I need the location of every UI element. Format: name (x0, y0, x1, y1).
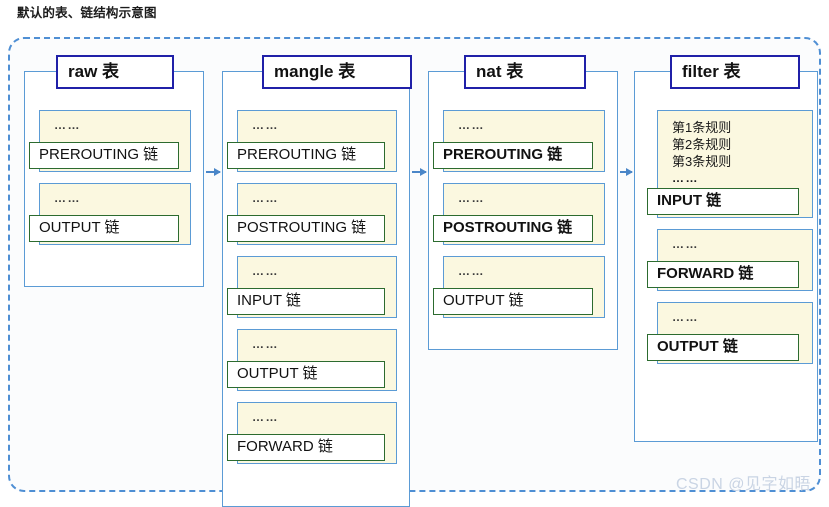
ellipsis-marker: …… (458, 264, 485, 278)
table-title-mangle: mangle 表 (262, 55, 412, 89)
chain-label-box: FORWARD 链 (227, 434, 385, 461)
ellipsis-marker: …… (54, 191, 81, 205)
ellipsis-marker: …… (252, 191, 279, 205)
flow-arrow (206, 167, 221, 176)
chain-label-box: PREROUTING 链 (433, 142, 593, 169)
table-body: …… PREROUTING 链 …… POSTROUTING 链 …… INPUT 链 ……… (222, 71, 410, 507)
rule-line: …… (672, 171, 699, 185)
table-body: …… PREROUTING 链 …… OUTPUT 链 (24, 71, 204, 287)
chain-label-box: OUTPUT 链 (647, 334, 799, 361)
chain-label-box: OUTPUT 链 (29, 215, 179, 242)
chain-label-box: INPUT 链 (227, 288, 385, 315)
ellipsis-marker: …… (252, 118, 279, 132)
watermark: CSDN @见字如晤 (675, 476, 811, 493)
ellipsis-marker: …… (672, 237, 699, 251)
chain-label-box: POSTROUTING 链 (227, 215, 385, 242)
page-title: 默认的表、链结构示意图 (17, 6, 157, 20)
table-body: 第1条规则第2条规则第3条规则 …… INPUT 链 …… FORWARD 链 …… OUT… (634, 71, 818, 442)
rule-line: 第3条规则 (672, 154, 732, 169)
chain-label-box: OUTPUT 链 (433, 288, 593, 315)
ellipsis-marker: …… (54, 118, 81, 132)
table-body: …… PREROUTING 链 …… POSTROUTING 链 …… OUTPUT 链 (428, 71, 618, 350)
rule-line: 第1条规则 (672, 120, 732, 135)
ellipsis-marker: …… (252, 337, 279, 351)
ellipsis-marker: …… (672, 310, 699, 324)
table-title-raw: raw 表 (56, 55, 174, 89)
rule-list: 第1条规则第2条规则第3条规则 …… (672, 119, 731, 187)
ellipsis-marker: …… (252, 264, 279, 278)
chain-label-box: INPUT 链 (647, 188, 799, 215)
ellipsis-marker: …… (458, 118, 485, 132)
flow-arrow (620, 167, 633, 176)
rule-line: 第2条规则 (672, 137, 732, 152)
chain-label-box: PREROUTING 链 (29, 142, 179, 169)
chain-label-box: POSTROUTING 链 (433, 215, 593, 242)
table-title-filter: filter 表 (670, 55, 800, 89)
table-title-nat: nat 表 (464, 55, 586, 89)
ellipsis-marker: …… (252, 410, 279, 424)
chain-label-box: FORWARD 链 (647, 261, 799, 288)
flow-arrow (412, 167, 427, 176)
ellipsis-marker: …… (458, 191, 485, 205)
chain-label-box: OUTPUT 链 (227, 361, 385, 388)
chain-label-box: PREROUTING 链 (227, 142, 385, 169)
